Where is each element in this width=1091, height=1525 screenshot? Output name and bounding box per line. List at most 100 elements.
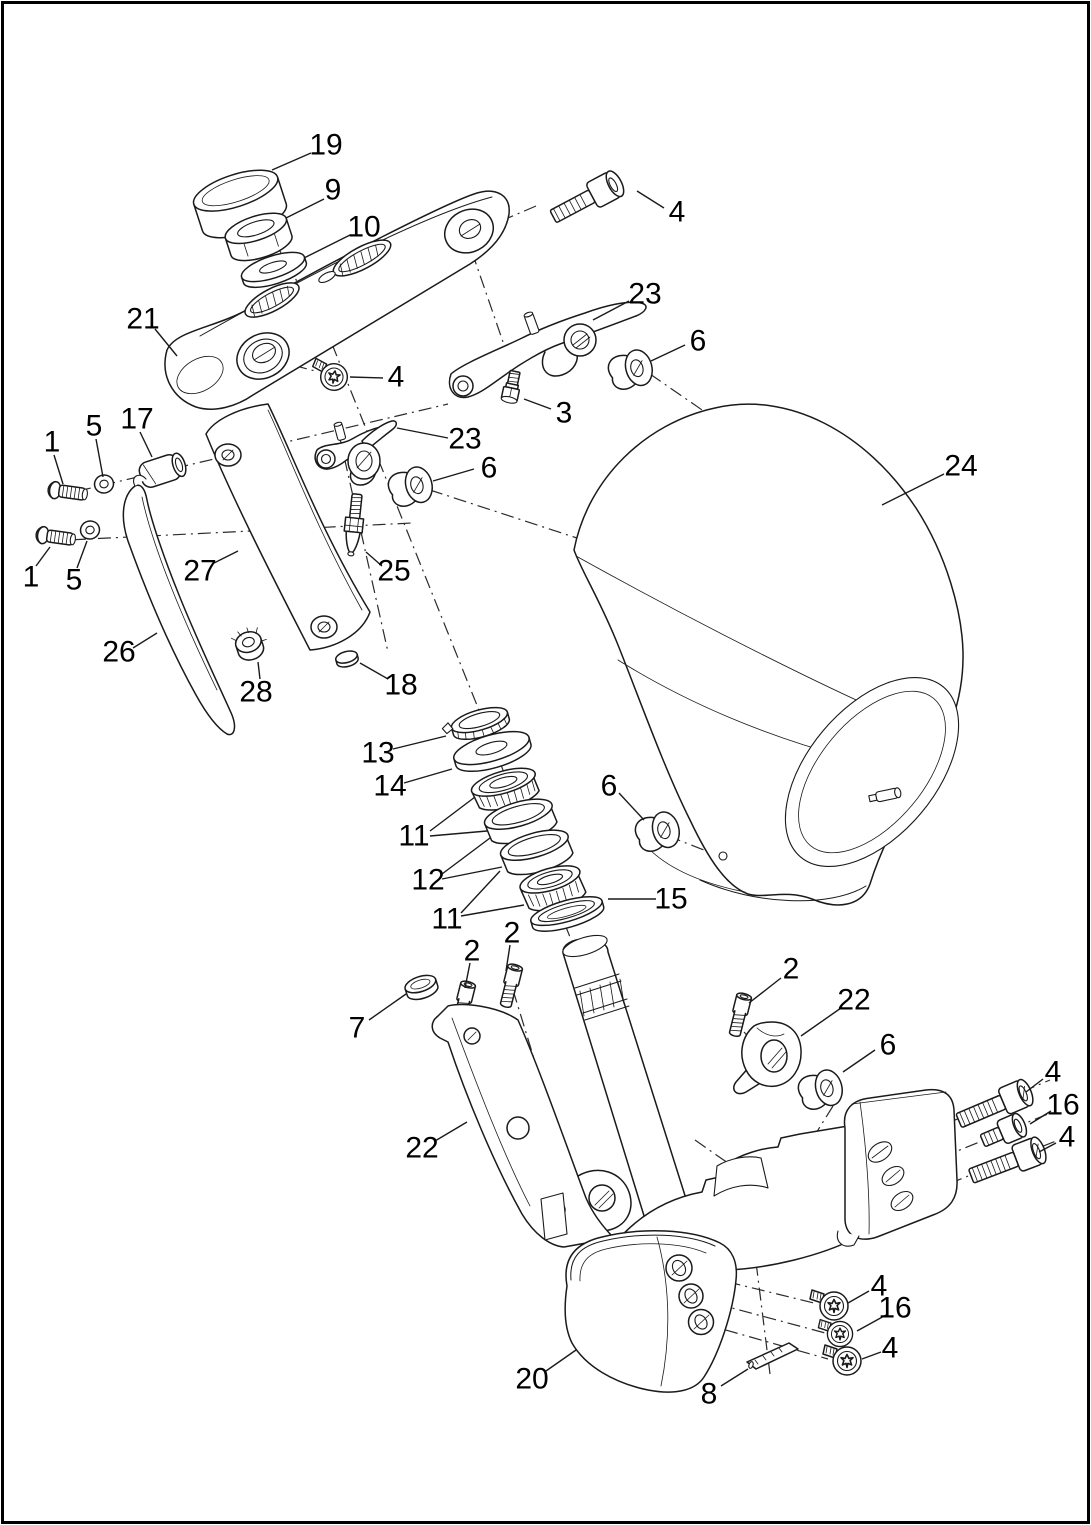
centerline xyxy=(649,373,706,413)
centerline xyxy=(465,205,537,237)
part-6-grommet xyxy=(384,463,437,511)
clamp-slot xyxy=(244,282,300,318)
leader-line-1 xyxy=(35,546,51,567)
callout-label-10: 10 xyxy=(347,211,380,244)
part-4-screw xyxy=(809,1289,849,1321)
leader-line-3 xyxy=(523,398,552,410)
part-10-washer xyxy=(240,251,308,289)
callout-label-23: 23 xyxy=(448,423,481,456)
callout-label-4: 4 xyxy=(871,1270,888,1303)
leader-line-6 xyxy=(432,468,475,482)
callout-label-12: 12 xyxy=(411,864,444,897)
leader-line-2 xyxy=(464,962,471,989)
leader-line-8 xyxy=(720,1368,749,1387)
leader-line-13 xyxy=(392,735,447,750)
callout-label-6: 6 xyxy=(690,325,707,358)
callout-label-22: 22 xyxy=(405,1132,438,1165)
bracket-peg xyxy=(333,421,347,441)
part-5-washer xyxy=(91,472,117,496)
leader-line-26 xyxy=(132,632,158,649)
leader-line-21 xyxy=(154,328,178,357)
leader-line-25 xyxy=(365,551,383,567)
bracket-peg xyxy=(523,311,540,335)
callout-label-19: 19 xyxy=(309,129,342,162)
callout-label-4: 4 xyxy=(669,196,686,229)
part-14-washer xyxy=(453,730,532,773)
callout-label-6: 6 xyxy=(601,770,618,803)
callout-label-5: 5 xyxy=(86,410,103,443)
callout-label-2: 2 xyxy=(504,917,521,950)
part-12-bearing-race xyxy=(499,829,574,876)
callout-label-15: 15 xyxy=(654,883,687,916)
callout-label-28: 28 xyxy=(239,676,272,709)
part-18-grommet xyxy=(335,650,359,668)
callout-label-1: 1 xyxy=(44,426,61,459)
part-23-bracket-lower xyxy=(314,420,397,486)
leader-line-11 xyxy=(460,870,501,914)
visor-latch-pin xyxy=(868,787,902,803)
leader-line-16 xyxy=(1029,1110,1052,1125)
callout-label-6: 6 xyxy=(481,452,498,485)
fork-boss-right xyxy=(444,208,494,254)
callout-label-11: 11 xyxy=(398,820,429,853)
leader-line-2 xyxy=(748,977,782,1004)
part-28-nut xyxy=(230,627,267,661)
leader-line-4 xyxy=(349,376,384,379)
leader-line-27 xyxy=(213,550,239,564)
part-22-bracket-right xyxy=(733,1021,802,1095)
callout-label-21: 21 xyxy=(126,303,159,336)
part-4-screw xyxy=(549,170,625,223)
leader-line-4 xyxy=(1025,1078,1044,1093)
leader-line-22 xyxy=(800,1007,842,1037)
part-24-headlamp-visor xyxy=(573,403,964,906)
leader-line-4 xyxy=(847,1290,870,1304)
part-17-clamp xyxy=(138,452,187,488)
callout-label-4: 4 xyxy=(1045,1056,1062,1089)
centerline xyxy=(429,489,578,539)
leader-line-24 xyxy=(881,473,945,506)
part-9-stem-nut xyxy=(224,212,293,262)
leader-line-6 xyxy=(650,344,686,362)
part-8-pin xyxy=(746,1342,799,1370)
leader-line-11 xyxy=(429,830,488,837)
centerline xyxy=(338,433,389,653)
callout-label-18: 18 xyxy=(384,669,417,702)
callout-label-13: 13 xyxy=(361,737,394,770)
callout-label-20: 20 xyxy=(515,1363,548,1396)
callout-label-17: 17 xyxy=(120,403,153,436)
callout-label-22: 22 xyxy=(837,984,870,1017)
callout-label-2: 2 xyxy=(783,953,800,986)
callout-label-4: 4 xyxy=(882,1332,899,1365)
leader-line-6 xyxy=(842,1049,876,1073)
part-4-screw xyxy=(822,1344,862,1376)
leader-line-12 xyxy=(441,837,491,875)
callout-label-24: 24 xyxy=(944,450,977,483)
part-3-bolt xyxy=(500,369,521,404)
leader-line-10 xyxy=(303,234,351,259)
callout-label-1: 1 xyxy=(23,561,40,594)
leader-line-11 xyxy=(460,904,525,917)
part-25-valve-stem xyxy=(343,493,365,557)
leader-line-14 xyxy=(403,768,453,784)
headlamp-opening xyxy=(784,676,960,868)
part-26-trim-strip xyxy=(122,474,236,736)
part-13-bearing-shield xyxy=(441,706,511,741)
leader-line-17 xyxy=(139,431,153,458)
part-7-plug xyxy=(404,974,439,1001)
leader-line-7 xyxy=(368,993,407,1021)
leader-line-23 xyxy=(396,427,449,439)
centerline xyxy=(690,1296,830,1335)
leader-line-20 xyxy=(545,1349,577,1372)
leader-line-1 xyxy=(53,454,64,485)
part-21-upper-fork-bracket xyxy=(164,190,510,410)
part-22-bracket-left xyxy=(431,1003,632,1248)
callout-label-6: 6 xyxy=(880,1029,897,1062)
fork-boss-left xyxy=(236,332,290,380)
part-6-grommet xyxy=(794,1066,847,1114)
visor-mount-hole xyxy=(718,851,728,861)
leader-line-28 xyxy=(257,661,261,680)
part-23-bracket-upper xyxy=(448,301,647,399)
leader-line-18 xyxy=(359,662,389,680)
callout-label-4: 4 xyxy=(1059,1121,1076,1154)
